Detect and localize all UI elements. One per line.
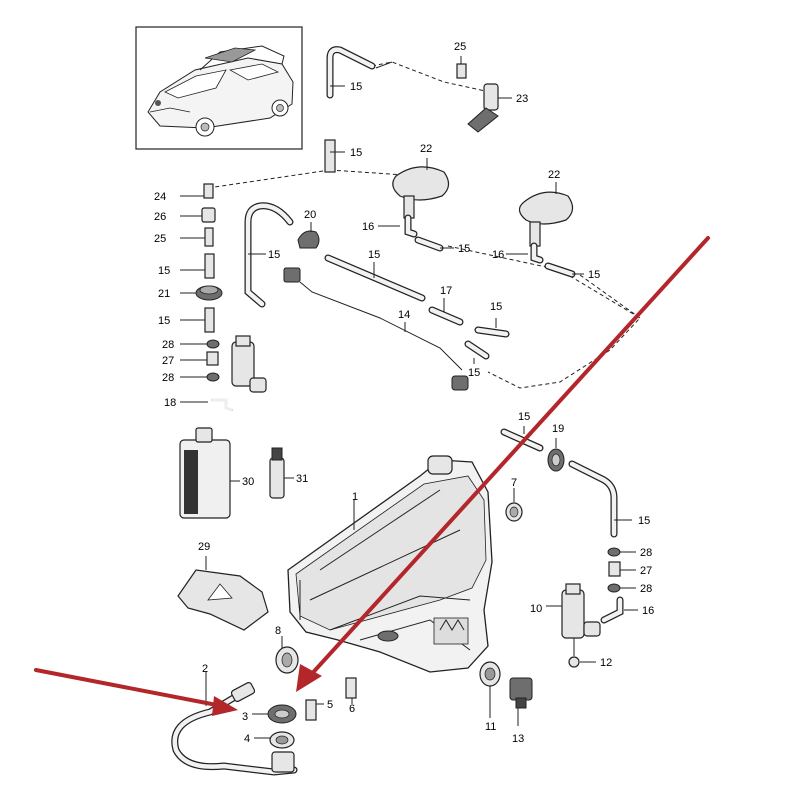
label-15: 15 bbox=[490, 301, 502, 313]
label-16: 16 bbox=[362, 221, 374, 233]
left-stack bbox=[180, 183, 223, 382]
cap-20 bbox=[297, 222, 320, 249]
label-15: 15 bbox=[638, 515, 650, 527]
label-15: 15 bbox=[350, 81, 362, 93]
label-10: 10 bbox=[530, 603, 542, 615]
label-18: 18 bbox=[164, 397, 176, 409]
label-28: 28 bbox=[162, 372, 174, 384]
right-stack bbox=[600, 547, 638, 624]
label-28: 28 bbox=[640, 583, 652, 595]
label-15: 15 bbox=[350, 147, 362, 159]
grommet-8 bbox=[275, 636, 299, 674]
bushing-7 bbox=[505, 488, 523, 522]
label-27: 27 bbox=[162, 355, 174, 367]
label-25: 25 bbox=[454, 41, 466, 53]
label-24: 24 bbox=[154, 191, 166, 203]
label-15: 15 bbox=[468, 367, 480, 379]
label-15: 15 bbox=[518, 411, 530, 423]
routing-lines bbox=[207, 61, 641, 389]
label-15: 15 bbox=[268, 249, 280, 261]
label-22: 22 bbox=[548, 169, 560, 181]
hose-15-left-vertical bbox=[244, 202, 294, 308]
label-19: 19 bbox=[552, 423, 564, 435]
label-15: 15 bbox=[158, 315, 170, 327]
reservoir-tank-1 bbox=[287, 455, 493, 673]
headlamp-nozzle-22-right bbox=[506, 182, 584, 278]
hose-15-right-bend bbox=[568, 460, 632, 538]
label-21: 21 bbox=[158, 288, 170, 300]
connector-25-top bbox=[456, 56, 467, 79]
label-28: 28 bbox=[640, 547, 652, 559]
washer-pump-left bbox=[180, 335, 267, 412]
label-12: 12 bbox=[600, 657, 612, 669]
label-7: 7 bbox=[511, 477, 517, 489]
label-15: 15 bbox=[588, 269, 600, 281]
label-6: 6 bbox=[349, 703, 355, 715]
bolt-6 bbox=[345, 677, 357, 704]
label-2: 2 bbox=[202, 663, 208, 675]
clamp-4 bbox=[254, 731, 295, 749]
grommet-19 bbox=[547, 438, 565, 472]
clamp-3 bbox=[252, 704, 297, 724]
bolt-5 bbox=[305, 699, 324, 721]
red-arrow-left bbox=[34, 668, 224, 708]
label-16: 16 bbox=[492, 249, 504, 261]
bracket-29 bbox=[177, 556, 269, 631]
label-30: 30 bbox=[242, 476, 254, 488]
nozzle-23 bbox=[467, 83, 512, 133]
label-26: 26 bbox=[154, 211, 166, 223]
label-15: 15 bbox=[458, 243, 470, 255]
label-8: 8 bbox=[275, 625, 281, 637]
label-4: 4 bbox=[244, 733, 250, 745]
label-31: 31 bbox=[296, 473, 308, 485]
red-arrowhead-left bbox=[212, 696, 238, 716]
hose-15-diagonal bbox=[324, 254, 426, 302]
washer-pump-10 bbox=[546, 583, 601, 668]
label-29: 29 bbox=[198, 541, 210, 553]
label-25: 25 bbox=[154, 233, 166, 245]
connector-17 bbox=[428, 298, 510, 364]
car-thumbnail-icon bbox=[147, 45, 294, 137]
headlamp-nozzle-22-left bbox=[378, 158, 454, 252]
part-labels: 1 2 3 4 5 6 7 8 10 11 12 13 14 15 15 15 … bbox=[154, 41, 654, 745]
red-arrow-right bbox=[306, 236, 710, 680]
label-20: 20 bbox=[304, 209, 316, 221]
bottle-31 bbox=[269, 447, 294, 499]
annotation-arrows bbox=[34, 236, 710, 716]
label-14: 14 bbox=[398, 309, 410, 321]
label-17: 17 bbox=[440, 285, 452, 297]
label-28: 28 bbox=[162, 339, 174, 351]
filler-hose-2 bbox=[171, 672, 298, 776]
connector-13 bbox=[509, 677, 533, 726]
bottle-30 bbox=[179, 427, 240, 519]
label-11: 11 bbox=[485, 721, 496, 733]
label-27: 27 bbox=[640, 565, 652, 577]
label-1: 1 bbox=[352, 491, 358, 503]
label-5: 5 bbox=[327, 699, 333, 711]
grommet-11 bbox=[479, 661, 501, 718]
label-15: 15 bbox=[368, 249, 380, 261]
label-13: 13 bbox=[512, 733, 524, 745]
label-23: 23 bbox=[516, 93, 528, 105]
label-15: 15 bbox=[158, 265, 170, 277]
red-arrowhead-right bbox=[296, 664, 322, 692]
label-22: 22 bbox=[420, 143, 432, 155]
hose-15-upper bbox=[324, 46, 376, 173]
vehicle-thumbnail bbox=[135, 26, 303, 150]
label-16: 16 bbox=[642, 605, 654, 617]
cable-14 bbox=[283, 267, 469, 391]
label-3: 3 bbox=[242, 711, 248, 723]
